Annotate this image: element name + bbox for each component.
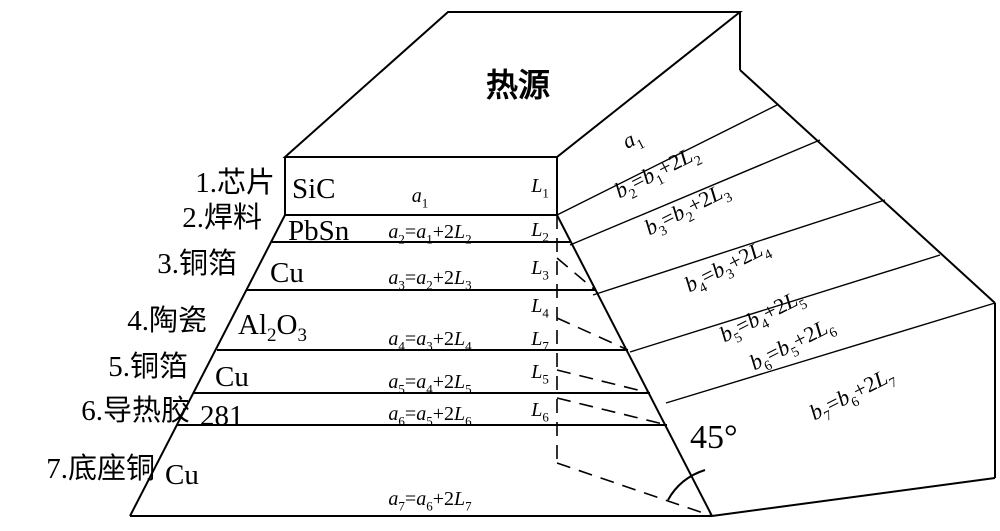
a-formula-1: a1 bbox=[412, 185, 429, 211]
layer-stack-front bbox=[129, 156, 713, 517]
a-formula-2: a2=a1+2L2 bbox=[388, 221, 471, 247]
layer-name-3: 3.铜箔 bbox=[157, 247, 237, 280]
layer-name-7: 7.底座铜 bbox=[46, 452, 155, 485]
thickness-1: L1 bbox=[530, 175, 549, 201]
stack-left-edge bbox=[129, 214, 286, 517]
side-label-b3: b3=b2+2L3 bbox=[640, 177, 735, 245]
heat-source-label: 热源 bbox=[486, 67, 550, 103]
side-label-b7: b7=b6+2L7 bbox=[805, 362, 900, 430]
layer-material-1: SiC bbox=[292, 173, 336, 205]
stack-right-edge bbox=[556, 214, 713, 517]
side-stripe-3 bbox=[592, 199, 886, 296]
angle-label: 45° bbox=[690, 419, 738, 456]
heat-source-label-bg bbox=[475, 62, 561, 104]
layer-material-2: PbSn bbox=[288, 215, 350, 247]
layer-name-2: 2.焊料 bbox=[182, 201, 262, 234]
layer-name-6: 6.导热胶 bbox=[81, 394, 190, 427]
angle-arc bbox=[667, 469, 706, 501]
thickness-7: L7 bbox=[530, 328, 549, 354]
layer-material-5: Cu bbox=[215, 361, 249, 393]
layer-name-4: 4.陶瓷 bbox=[127, 304, 207, 337]
a-formula-3: a3=a2+2L3 bbox=[388, 267, 471, 293]
heat-source: 热源 bbox=[282, 11, 743, 158]
thickness-5: L5 bbox=[530, 361, 549, 387]
thickness-3: L3 bbox=[530, 257, 549, 283]
thickness-6: L6 bbox=[530, 399, 549, 425]
side-label-b4: b4=b3+2L4 bbox=[680, 234, 775, 302]
a-formula-6: a6=a5+2L6 bbox=[388, 403, 472, 429]
layer-material-3: Cu bbox=[270, 257, 304, 289]
a-formula-7: a7=a6+2L7 bbox=[388, 488, 472, 514]
a-formula-4: a4=a3+2L4 bbox=[388, 328, 472, 354]
layer-material-7: Cu bbox=[165, 459, 199, 491]
layer-material-6: 281 bbox=[200, 400, 244, 432]
side-label-a1: a1 bbox=[618, 123, 648, 158]
thickness-4: L4 bbox=[530, 295, 549, 321]
hidden-lines bbox=[556, 215, 713, 517]
layer-name-5: 5.铜箔 bbox=[108, 350, 188, 383]
side-stripe-5 bbox=[665, 302, 996, 404]
side-stripe-4 bbox=[629, 254, 941, 353]
side-stripe-1 bbox=[556, 104, 778, 216]
side-stripe-2 bbox=[569, 139, 821, 246]
layer-material-4: Al2O3 bbox=[238, 309, 307, 346]
side-face bbox=[556, 69, 996, 517]
a-formula-5: a5=a4+2L5 bbox=[388, 371, 471, 397]
a-formula-labels: a1 a2=a1+2L2 a3=a2+2L3 a4=a3+2L4 a5=a4+2L5 a6… bbox=[388, 185, 472, 514]
side-face-bottom-edge bbox=[711, 477, 996, 517]
chip-block bbox=[284, 157, 558, 215]
hidden-bottom bbox=[556, 462, 713, 517]
layer-name-1: 1.芯片 bbox=[195, 166, 275, 199]
side-face-labels: a1b2=b1+2L2b3=b2+2L3b4=b3+2L4b5=b4+2L5b6… bbox=[610, 123, 900, 430]
side-face-back-edge bbox=[739, 69, 996, 304]
thickness-2: L2 bbox=[530, 219, 549, 245]
layer-names: 1.芯片2.焊料 3.铜箔 4.陶瓷 5.铜箔 6.导热胶 7.底座铜 bbox=[46, 166, 275, 485]
